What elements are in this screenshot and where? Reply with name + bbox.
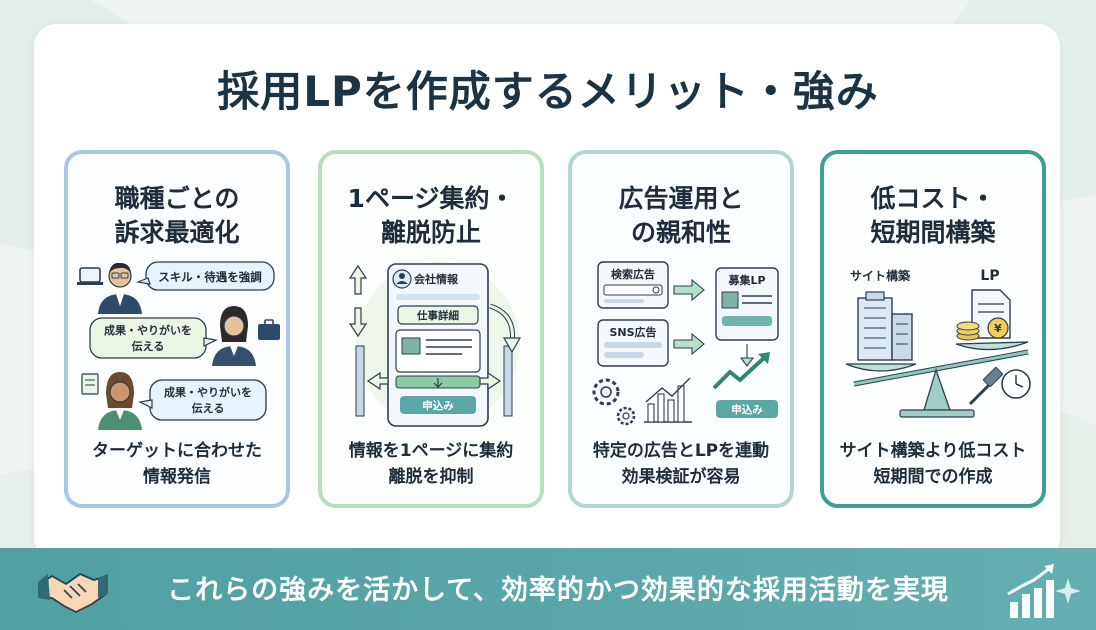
lp-label: LP bbox=[980, 268, 999, 284]
card-title-line: 離脱防止 bbox=[380, 218, 481, 247]
card-description-line: 特定の広告とLPを連動 bbox=[592, 441, 770, 461]
one-page-illustration: 会社情報 仕事詳細 申込み bbox=[348, 262, 522, 427]
bubble-text: スキル・待遇を強調 bbox=[158, 270, 262, 284]
page-section-label: 会社情報 bbox=[414, 272, 459, 286]
scale-icon bbox=[845, 341, 1029, 418]
card-title-line: 広告運用と bbox=[618, 184, 744, 213]
page-title: 採用LPを作成するメリット・強み bbox=[217, 67, 879, 116]
hammer-icon bbox=[968, 367, 1003, 406]
targeted-appeal-illustration: スキル・待遇を強調 成果・やりがいを 伝える bbox=[77, 261, 280, 430]
coin-icon: ¥ bbox=[956, 317, 1009, 341]
card-title-line: 1ページ集約・ bbox=[347, 184, 515, 213]
sns-ad-label: SNS広告 bbox=[609, 325, 656, 339]
site-build-label: サイト構築 bbox=[850, 268, 911, 283]
briefcase-icon bbox=[258, 319, 280, 340]
person-icon bbox=[98, 262, 142, 314]
bubble-text: 伝える bbox=[192, 401, 225, 415]
card-description-line: 離脱を抑制 bbox=[388, 467, 474, 487]
card-one-page: 1ページ集約・ 離脱防止 会社情報 仕事詳細 申込み bbox=[318, 150, 544, 508]
recruit-lp-label: 募集LP bbox=[727, 273, 765, 287]
card-description-line: 短期間での作成 bbox=[873, 467, 993, 487]
card-description: サイト構築より低コスト 短期間での作成 bbox=[824, 438, 1042, 490]
card-description-line: 効果検証が容易 bbox=[621, 467, 741, 487]
card-title: 低コスト・ 短期間構築 bbox=[824, 182, 1042, 250]
card-description-line: ターゲットに合わせた bbox=[92, 441, 262, 461]
handshake-icon bbox=[38, 573, 108, 613]
card-title: 1ページ集約・ 離脱防止 bbox=[322, 182, 540, 250]
low-cost-illustration: サイト構築 LP ¥ bbox=[845, 268, 1031, 418]
card-targeted-appeal: 職種ごとの 訴求最適化 スキル・待遇を強調 成果・やりがいを 伝える bbox=[64, 150, 290, 508]
building-icon bbox=[857, 291, 913, 361]
card-title-line: の親和性 bbox=[630, 218, 731, 247]
summary-banner: これらの強みを活かして、効率的かつ効果的な採用活動を実現 bbox=[0, 548, 1096, 630]
person-icon bbox=[212, 306, 256, 366]
card-description-line: 情報発信 bbox=[143, 467, 211, 487]
bubble-text: 成果・やりがいを bbox=[104, 323, 192, 337]
card-title-line: 短期間構築 bbox=[870, 218, 996, 247]
card-title-line: 訴求最適化 bbox=[114, 218, 240, 247]
card-title: 広告運用と の親和性 bbox=[572, 182, 790, 250]
growth-chart-icon bbox=[1007, 564, 1081, 618]
search-icon bbox=[652, 286, 660, 294]
bubble-text: 成果・やりがいを bbox=[164, 385, 252, 399]
bubble-text: 伝える bbox=[132, 339, 165, 353]
gear-icon bbox=[592, 378, 636, 426]
person-icon bbox=[98, 372, 142, 430]
banner-text: これらの強みを活かして、効率的かつ効果的な採用活動を実現 bbox=[167, 575, 949, 606]
card-low-cost: 低コスト・ 短期間構築 サイト構築 LP bbox=[820, 150, 1046, 508]
document-icon bbox=[81, 373, 99, 395]
bar-chart-icon bbox=[644, 377, 692, 423]
search-ad-label: 検索広告 bbox=[611, 267, 655, 281]
page-section-label: 仕事詳細 bbox=[416, 309, 459, 322]
laptop-icon bbox=[77, 267, 103, 285]
scroll-arrows-icon bbox=[348, 264, 368, 338]
card-description: ターゲットに合わせた 情報発信 bbox=[68, 438, 286, 490]
svg-text:¥: ¥ bbox=[994, 322, 1002, 335]
clock-icon bbox=[1001, 369, 1031, 399]
card-title: 職種ごとの 訴求最適化 bbox=[68, 182, 286, 250]
card-title-line: 職種ごとの bbox=[114, 184, 240, 213]
card-title-line: 低コスト・ bbox=[870, 184, 996, 213]
card-description: 情報を1ページに集約 離脱を抑制 bbox=[322, 438, 540, 490]
card-ad-affinity: 広告運用と の親和性 検索広告 SNS広告 募集LP bbox=[568, 150, 794, 508]
card-description-line: 情報を1ページに集約 bbox=[348, 441, 514, 461]
trend-arrow-icon bbox=[712, 352, 770, 390]
person-icon bbox=[392, 269, 412, 289]
apply-label: 申込み bbox=[422, 399, 454, 412]
ad-affinity-illustration: 検索広告 SNS広告 募集LP bbox=[592, 261, 779, 426]
apply-label: 申込み bbox=[731, 403, 763, 416]
card-description-line: サイト構築より低コスト bbox=[839, 441, 1027, 461]
card-description: 特定の広告とLPを連動 効果検証が容易 bbox=[572, 438, 790, 490]
